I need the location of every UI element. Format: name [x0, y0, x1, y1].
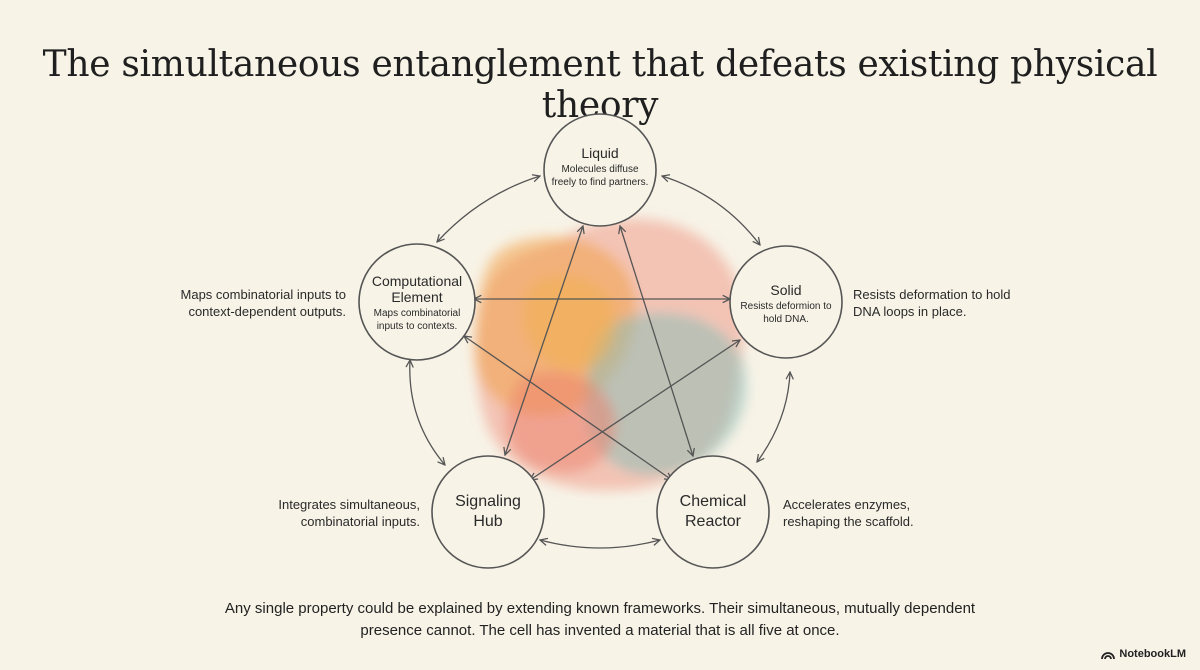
- reactor-title: Chemical Reactor: [679, 493, 747, 530]
- arrow-reactor-signaling: [540, 540, 660, 549]
- note-solid: Resists deformation to hold DNA loops in…: [853, 287, 1011, 319]
- arrow-solid-reactor: [757, 372, 790, 462]
- arrow-solid-signaling: [530, 340, 740, 480]
- liquid-desc: Molecules diffuse freely to find partner…: [551, 164, 649, 188]
- computational-desc: Maps combinatorial inputs to contexts.: [373, 308, 461, 332]
- node-liquid-label: Liquid Molecules diffuse freely to find …: [548, 145, 652, 189]
- arrow-liquid-solid: [662, 176, 760, 245]
- node-reactor-label: Chemical Reactor: [668, 492, 758, 532]
- solid-desc: Resists deformion to hold DNA.: [740, 301, 832, 325]
- node-liquid: [543, 113, 657, 227]
- solid-title: Solid: [770, 282, 802, 298]
- node-solid-label: Solid Resists deformion to hold DNA.: [738, 282, 834, 326]
- arrow-computational-liquid: [437, 176, 540, 242]
- watercolor-blob: [474, 218, 747, 491]
- slide-title: The simultaneous entanglement that defea…: [42, 44, 1158, 126]
- node-computational-label: Computational Element Maps combinatorial…: [362, 273, 472, 333]
- node-solid: [729, 245, 843, 359]
- ring-arrows: [410, 176, 790, 549]
- signaling-title: Signaling Hub: [455, 493, 521, 530]
- node-computational: [358, 243, 476, 361]
- node-signaling: [431, 455, 545, 569]
- brand-badge: NotebookLM: [1101, 648, 1186, 660]
- footer-statement: Any single property could be explained b…: [224, 600, 976, 639]
- note-computational: Maps combinatorial inputs to context-dep…: [180, 287, 346, 319]
- brand-name: NotebookLM: [1119, 648, 1186, 660]
- notebooklm-logo-icon: [1101, 652, 1116, 660]
- note-reactor: Accelerates enzymes, reshaping the scaff…: [783, 497, 914, 529]
- computational-title: Computational Element: [371, 273, 463, 305]
- liquid-title: Liquid: [581, 145, 619, 161]
- star-arrows: [464, 226, 740, 480]
- arrow-signaling-computational: [410, 360, 445, 465]
- node-reactor: [656, 455, 770, 569]
- node-signaling-label: Signaling Hub: [443, 492, 533, 532]
- note-signaling: Integrates simultaneous, combinatorial i…: [278, 497, 420, 529]
